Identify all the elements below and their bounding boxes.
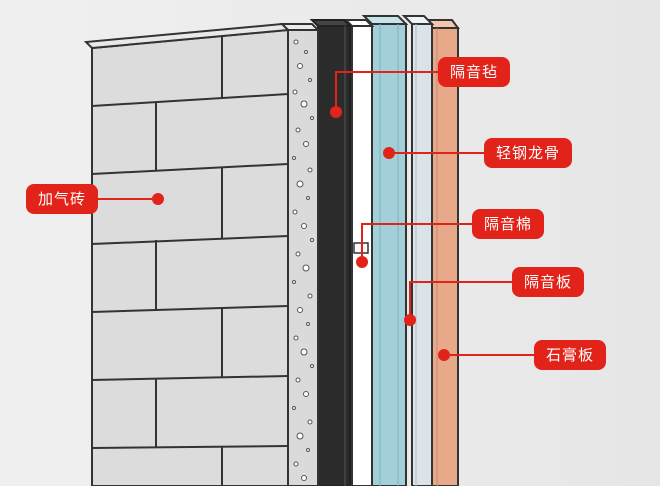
- anchor-dot-acoustic-board: [404, 314, 416, 326]
- label-gypsum-board: 石膏板: [534, 340, 607, 370]
- acoustic-board-layer: [401, 15, 435, 486]
- anchor-dots: [152, 106, 450, 361]
- leader-lines: [98, 71, 536, 356]
- label-acoustic-board: 隔音板: [512, 267, 585, 297]
- label-acoustic-cotton: 隔音棉: [472, 209, 545, 239]
- label-acoustic-felt: 隔音毡: [438, 57, 511, 87]
- anchor-dot-aerated-brick: [152, 193, 164, 205]
- label-aerated-brick: 加气砖: [26, 184, 99, 214]
- mortar-layer: [279, 23, 321, 486]
- aerated-brick-wall: [83, 22, 291, 486]
- light-steel-keel-layer: [361, 15, 409, 486]
- anchor-dot-light-steel-keel: [383, 147, 395, 159]
- anchor-dot-acoustic-cotton: [356, 256, 368, 268]
- anchor-dot-acoustic-felt: [330, 106, 342, 118]
- anchor-dot-gypsum-board: [438, 349, 450, 361]
- label-light-steel-keel: 轻钢龙骨: [484, 138, 573, 168]
